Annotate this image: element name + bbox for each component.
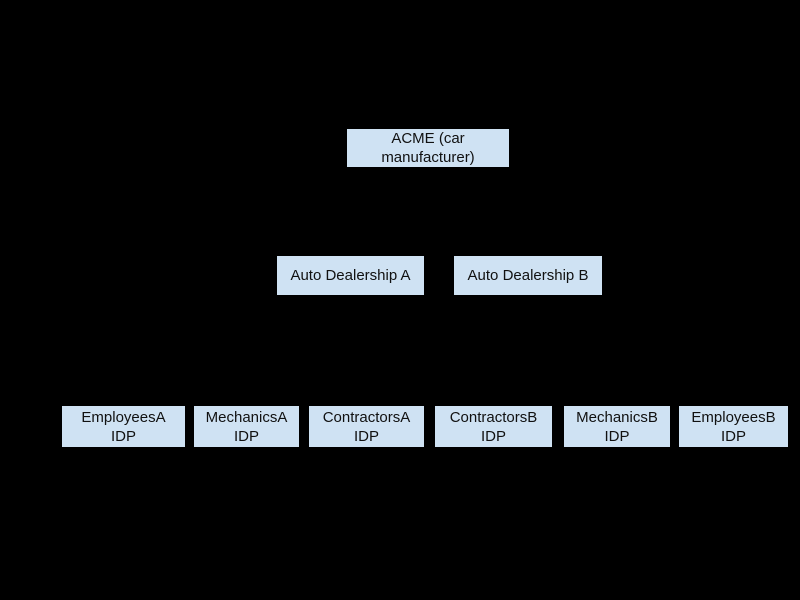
- node-auto-dealership-a: Auto Dealership A: [277, 256, 424, 295]
- node-acme-car-manufacturer: ACME (car manufacturer): [347, 129, 509, 167]
- node-employees-b-idp: EmployeesB IDP: [679, 406, 788, 447]
- node-contractors-b-idp: ContractorsB IDP: [435, 406, 552, 447]
- node-employees-a-idp: EmployeesA IDP: [62, 406, 185, 447]
- node-mechanics-a-idp: MechanicsA IDP: [194, 406, 299, 447]
- node-auto-dealership-b: Auto Dealership B: [454, 256, 602, 295]
- node-mechanics-b-idp: MechanicsB IDP: [564, 406, 670, 447]
- node-contractors-a-idp: ContractorsA IDP: [309, 406, 424, 447]
